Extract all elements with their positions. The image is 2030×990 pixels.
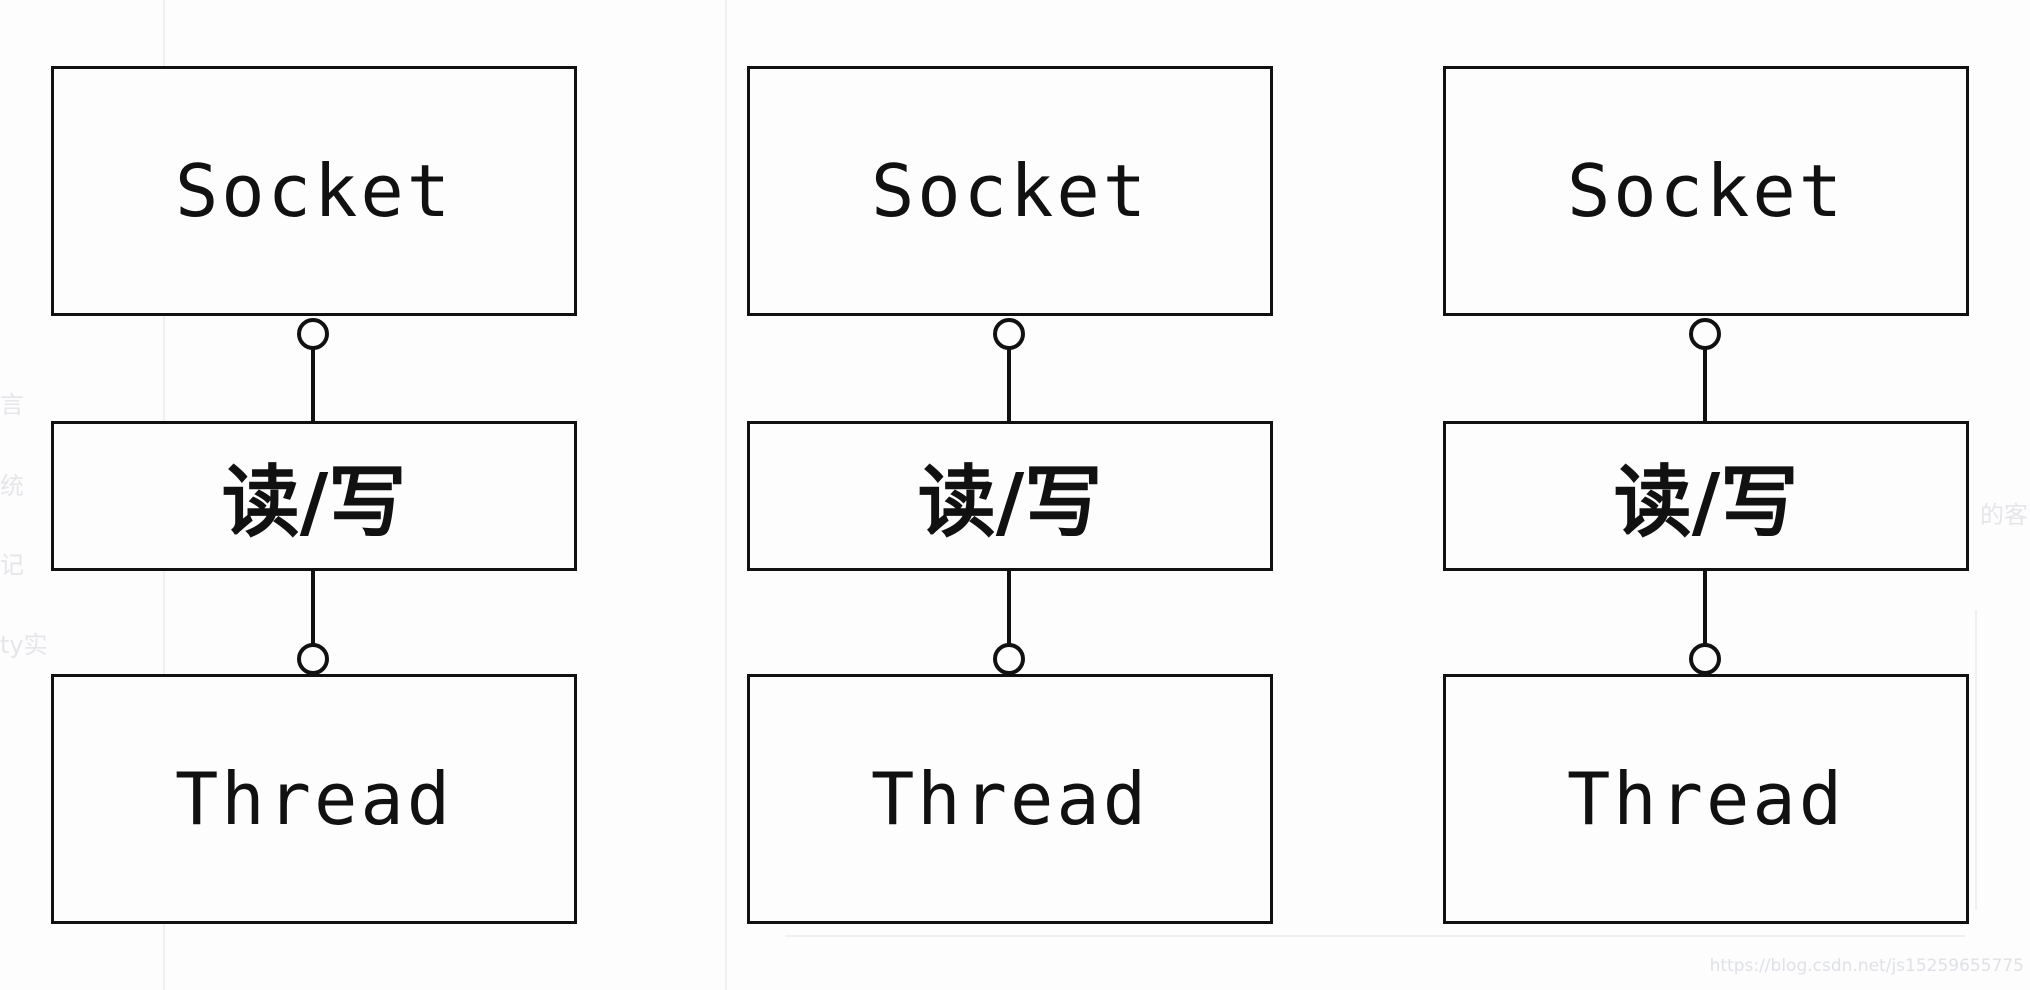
read-write-label: 读/写 (1613, 457, 1799, 548)
socket-box: Socket (747, 66, 1273, 316)
socket-label: Socket (174, 149, 454, 233)
thread-label: Thread (870, 757, 1150, 841)
socket-label: Socket (870, 149, 1150, 233)
socket-thread-column-2: Socket 读/写 Thread (747, 0, 1273, 990)
socket-rw-connector (993, 318, 1025, 675)
read-write-label: 读/写 (917, 457, 1103, 548)
background-text-fragment: 的客 (1980, 501, 2028, 529)
thread-box: Thread (747, 674, 1273, 924)
background-divider (725, 0, 727, 990)
thread-label: Thread (174, 757, 454, 841)
socket-thread-column-3: Socket 读/写 Thread (1443, 0, 1969, 990)
read-write-box: 读/写 (1443, 421, 1969, 571)
background-text-fragment: ty实 (0, 631, 48, 659)
background-divider (785, 935, 1965, 937)
source-watermark: https://blog.csdn.net/js15259655775 (1709, 956, 2024, 976)
thread-box: Thread (1443, 674, 1969, 924)
background-text-fragment: 统 (0, 472, 24, 500)
socket-rw-connector (297, 318, 329, 675)
read-write-label: 读/写 (221, 457, 407, 548)
socket-rw-connector (1689, 318, 1721, 675)
read-write-box: 读/写 (51, 421, 577, 571)
socket-box: Socket (51, 66, 577, 316)
background-text-fragment: 言 (0, 391, 24, 419)
socket-box: Socket (1443, 66, 1969, 316)
thread-box: Thread (51, 674, 577, 924)
thread-label: Thread (1566, 757, 1846, 841)
socket-label: Socket (1566, 149, 1846, 233)
background-text-fragment: 记 (0, 551, 24, 579)
socket-thread-column-1: Socket 读/写 Thread (51, 0, 577, 990)
background-divider (1975, 610, 1977, 910)
read-write-box: 读/写 (747, 421, 1273, 571)
